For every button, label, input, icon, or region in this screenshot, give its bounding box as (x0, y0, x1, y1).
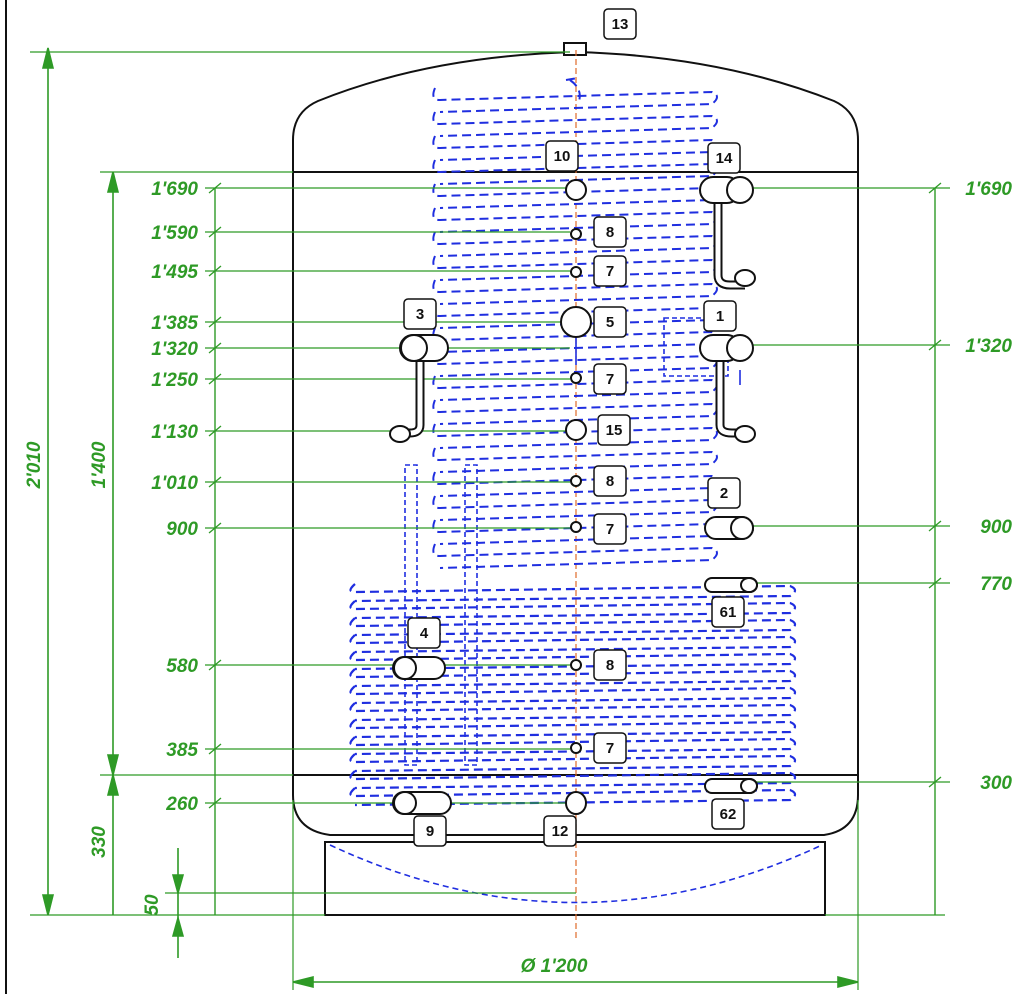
svg-text:62: 62 (720, 806, 737, 823)
left-height-label: 580 (166, 656, 198, 677)
tick-mark (928, 520, 942, 532)
svg-text:15: 15 (606, 422, 623, 439)
connection-tag: 13 (603, 8, 637, 40)
connection-tag: 1 (703, 300, 737, 332)
dimension-labels: 2'010 1'400 330 50 Ø 1'200 (24, 441, 588, 977)
svg-text:8: 8 (606, 224, 614, 241)
tick-mark (928, 776, 942, 788)
right-height-label: 1'690 (965, 179, 1012, 200)
right-height-label: 1'320 (965, 336, 1012, 357)
tick-mark (928, 182, 942, 194)
connection-tag: 8 (593, 216, 627, 248)
tick-mark (208, 476, 222, 488)
connection-tag: 9 (413, 815, 447, 847)
connection-tag: 8 (593, 649, 627, 681)
left-height-label: 1'495 (151, 262, 198, 283)
connection-tags: 13 10 14 8 7 5 3 1 7 15 8 2 7 61 4 8 7 9 12 62 (403, 8, 745, 847)
tick-mark (208, 659, 222, 671)
tick-mark (208, 425, 222, 437)
tick-mark (208, 342, 222, 354)
height-leaders (205, 182, 950, 809)
connection-tag: 10 (545, 140, 579, 172)
tick-mark (208, 265, 222, 277)
right-height-label: 770 (980, 574, 1012, 595)
svg-text:7: 7 (606, 740, 614, 757)
left-height-label: 1'690 (151, 179, 198, 200)
connection-tag: 8 (593, 465, 627, 497)
svg-text:8: 8 (606, 473, 614, 490)
left-height-labels: 1'690 1'590 1'495 1'385 1'320 1'250 1'130 1'010… (151, 179, 198, 815)
svg-text:7: 7 (606, 521, 614, 538)
diameter-label: Ø 1'200 (521, 956, 588, 977)
connection-tag: 7 (593, 732, 627, 764)
tick-mark (208, 373, 222, 385)
left-height-label: 1'590 (151, 223, 198, 244)
tick-mark (928, 577, 942, 589)
tick-mark (928, 339, 942, 351)
svg-text:3: 3 (416, 306, 424, 323)
connection-tag: 7 (593, 363, 627, 395)
svg-text:13: 13 (612, 16, 629, 33)
connection-tag: 7 (593, 255, 627, 287)
tick-mark (208, 316, 222, 328)
right-height-label: 300 (980, 773, 1012, 794)
left-height-label: 385 (166, 740, 198, 761)
tick-mark (208, 743, 222, 755)
tick-mark (208, 226, 222, 238)
right-height-label: 900 (980, 517, 1012, 538)
foot-height-label: 50 (142, 894, 163, 916)
connection-tag: 3 (403, 298, 437, 330)
bottom-dish (329, 844, 823, 904)
connections (389, 176, 758, 815)
svg-text:8: 8 (606, 657, 614, 674)
connection-tag: 5 (593, 306, 627, 338)
svg-text:9: 9 (426, 823, 434, 840)
right-height-labels: 1'690 1'320 900 770 300 (965, 179, 1012, 794)
left-height-label: 1'130 (151, 422, 198, 443)
tick-mark (208, 182, 222, 194)
connection-tag: 15 (597, 414, 631, 446)
left-height-label: 1'250 (151, 370, 198, 391)
svg-text:10: 10 (554, 148, 571, 165)
left-height-label: 260 (165, 794, 198, 815)
base-height-label: 330 (89, 826, 110, 858)
connection-tag: 2 (707, 477, 741, 509)
shell-height-label: 1'400 (89, 441, 110, 488)
left-height-label: 1'385 (151, 313, 198, 334)
tick-mark (208, 522, 222, 534)
dimension-lines (30, 47, 945, 990)
svg-text:5: 5 (606, 314, 614, 331)
connection-tag: 7 (593, 513, 627, 545)
connection-tag: 61 (711, 596, 745, 628)
connection-tag: 12 (543, 815, 577, 847)
svg-text:7: 7 (606, 371, 614, 388)
svg-text:61: 61 (720, 604, 737, 621)
left-height-label: 1'010 (151, 473, 198, 494)
connection-tag: 4 (407, 617, 441, 649)
vertical-pipes (404, 317, 741, 766)
svg-text:2: 2 (720, 485, 728, 502)
left-height-label: 900 (166, 519, 198, 540)
svg-text:14: 14 (716, 150, 733, 167)
connection-tag: 14 (707, 142, 741, 174)
connection-tag: 62 (711, 798, 745, 830)
svg-text:12: 12 (552, 823, 569, 840)
left-height-label: 1'320 (151, 339, 198, 360)
svg-text:1: 1 (716, 308, 724, 325)
svg-text:4: 4 (420, 625, 429, 642)
svg-text:7: 7 (606, 263, 614, 280)
tick-mark (208, 797, 222, 809)
overall-height-label: 2'010 (24, 441, 45, 489)
